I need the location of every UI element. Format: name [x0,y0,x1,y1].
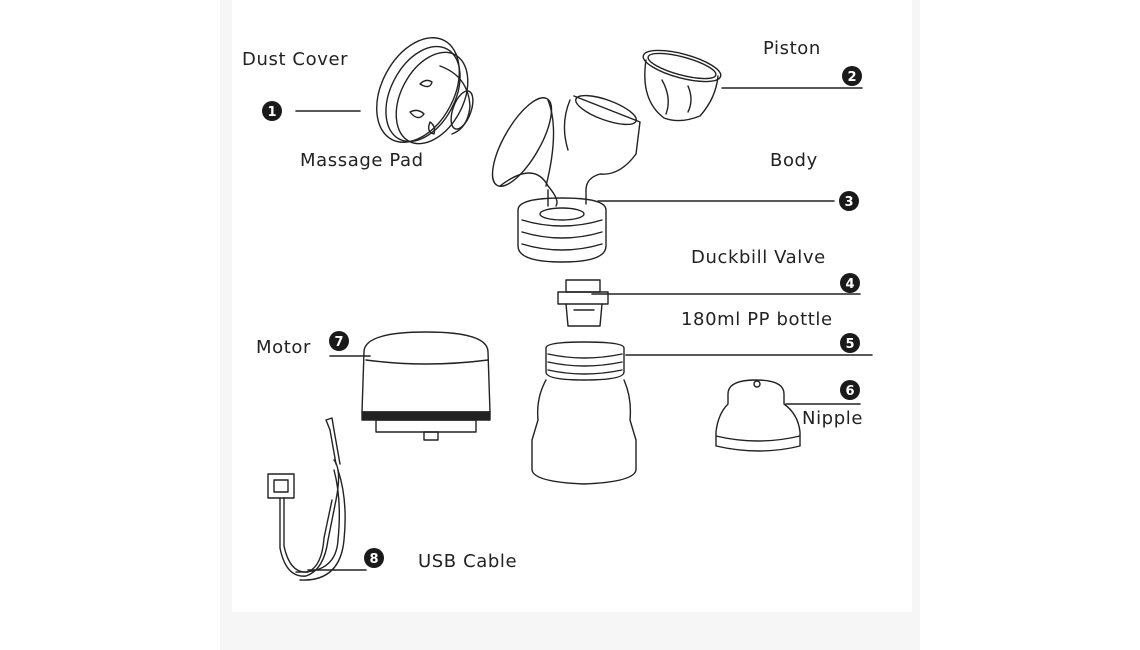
svg-text:8: 8 [369,552,378,567]
label-motor: Motor [256,337,312,358]
usb-cable-illustration [267,417,346,581]
svg-text:1: 1 [267,105,276,120]
bottle-illustration [531,341,637,485]
label-massage-pad: Massage Pad [300,150,424,171]
body-illustration [491,94,641,263]
piston-illustration [642,49,722,122]
badge-6: 6 [840,380,860,400]
duckbill-valve-illustration [557,279,609,327]
badge-2: 2 [842,66,862,86]
badge-8: 8 [364,548,384,568]
label-bottle: 180ml PP bottle [681,309,833,330]
svg-text:3: 3 [844,195,853,210]
svg-text:6: 6 [845,384,854,399]
label-duckbill-valve: Duckbill Valve [691,247,826,268]
label-usb-cable: USB Cable [418,551,518,572]
badge-4: 4 [840,273,860,293]
label-dust-cover: Dust Cover [242,49,349,70]
nipple-illustration [715,379,801,452]
massage-pad-illustration [376,37,474,145]
badge-1: 1 [262,101,282,121]
svg-text:2: 2 [847,70,856,85]
label-piston: Piston [763,38,821,59]
leader-lines [295,87,873,571]
label-body: Body [770,150,818,171]
svg-text:4: 4 [845,277,854,292]
svg-text:5: 5 [845,337,854,352]
label-nipple: Nipple [802,408,863,429]
number-badges: 1 2 3 4 5 6 7 8 [262,66,862,568]
badge-7: 7 [329,331,349,351]
badge-5: 5 [840,333,860,353]
badge-3: 3 [839,191,859,211]
motor-illustration [361,331,491,441]
svg-text:7: 7 [334,335,343,350]
